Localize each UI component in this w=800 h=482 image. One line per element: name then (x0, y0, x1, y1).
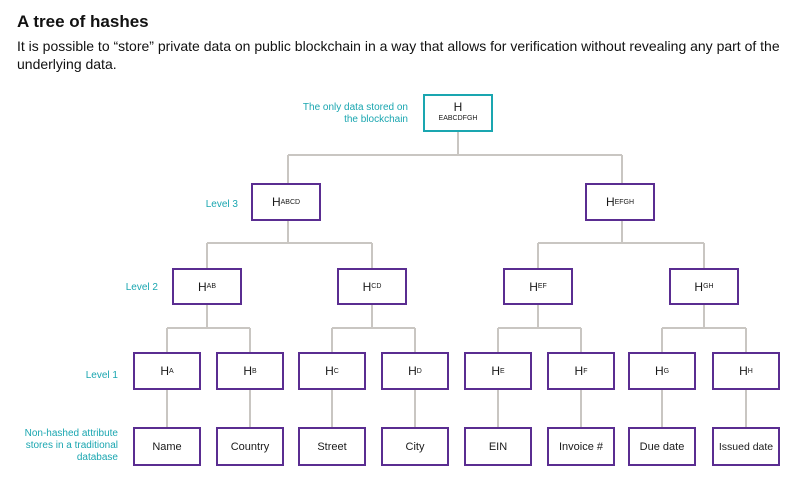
hash-sub: H (747, 367, 753, 375)
connector-cd-l1 (331, 305, 416, 352)
hash-sub: A (169, 367, 174, 375)
hash-sub: EFGH (614, 198, 635, 206)
leaf-issued-date: Issued date (712, 427, 780, 466)
label-level3: Level 3 (205, 199, 238, 210)
hash-base: H (362, 279, 372, 294)
hash-sub: F (583, 367, 588, 375)
hash-sub: ABCD (280, 198, 301, 206)
hash-base: H (197, 279, 207, 294)
hash-base: H (160, 364, 169, 378)
label-level1: Level 1 (85, 370, 118, 381)
hash-base: H (654, 364, 664, 378)
hash-base: H (574, 364, 584, 378)
root-hash-node: H EABCDFGH (423, 94, 493, 132)
hash-sub: B (252, 367, 257, 375)
connector-gh-l1 (661, 305, 747, 352)
connector-root-l3 (287, 132, 623, 183)
hash-sub: G (663, 367, 670, 375)
leaf-ein: EIN (464, 427, 532, 466)
hash-sub: GH (703, 283, 714, 290)
leaf-name: Name (133, 427, 201, 466)
hash-base: H (408, 364, 417, 378)
label-root: The only data stored on the blockchain (302, 102, 408, 125)
leaf-street: Street (298, 427, 366, 466)
hash-base: H (694, 279, 704, 294)
hash-base: H (243, 364, 252, 378)
hash-sub: D (416, 367, 422, 375)
connector-abcd-l2 (206, 221, 373, 268)
diagram-title: A tree of hashes (17, 12, 149, 31)
leaf-city: City (381, 427, 449, 466)
connector-l1-leaves (166, 390, 747, 427)
label-leaves: Non-hashed attribute stores in a traditi… (24, 428, 118, 463)
hash-base: H (271, 195, 281, 209)
hash-base: H (739, 364, 748, 378)
diagram-subtitle: It is possible to “store” private data o… (17, 38, 780, 72)
connector-ef-l1 (497, 305, 582, 352)
hash-sub: AB (206, 283, 216, 290)
label-level2: Level 2 (125, 282, 158, 293)
hash-base: H (325, 364, 334, 378)
leaf-invoice: Invoice # (547, 427, 615, 466)
connector-ab-l1 (166, 305, 251, 352)
hash-base: H (605, 195, 615, 209)
leaf-due-date: Due date (628, 427, 696, 466)
hash-sub: E (500, 367, 505, 375)
connector-efgh-l2 (537, 221, 705, 268)
hash-sub: C (333, 367, 339, 375)
hash-sub: CD (371, 283, 382, 290)
hash-base: H (529, 279, 538, 294)
root-hash-sub: EABCDFGH (438, 115, 478, 122)
root-hash-base: H (453, 100, 463, 114)
hash-sub: EF (537, 283, 547, 290)
leaf-country: Country (216, 427, 284, 466)
hash-base: H (491, 364, 500, 378)
